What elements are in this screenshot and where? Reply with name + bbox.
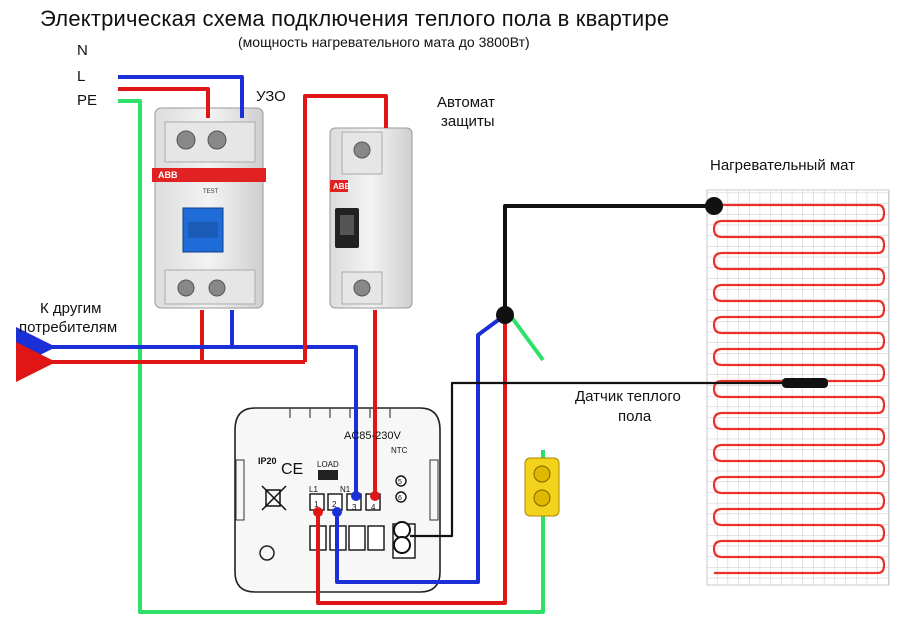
rcd-test-text: TEST [203,189,219,195]
junction-dot [496,306,514,324]
rcd-brand-text: ABB [158,170,178,180]
terminal-2-dot [332,507,342,517]
heating-mat-label: Нагревательный мат [710,157,856,174]
floor-sensor-label-line1: Датчик теплого [575,388,681,405]
earth-wire [118,99,545,614]
earth-clamp [524,457,560,517]
other-consumers-label-line2: потребителям [19,319,118,336]
load-relay-icon [318,470,338,480]
line-label-l: L [77,68,86,85]
line-label-pe: PE [77,92,98,109]
breaker-brand-text: ABB [333,182,351,191]
thermostat-n1: N1 [340,485,351,494]
thermostat-voltage: AC85-230V [344,430,402,442]
circuit-breaker [329,127,413,309]
terminal-l-dot [370,491,380,501]
terminal-n-dot [351,491,361,501]
phase-bus-wire [303,94,388,362]
thermostat [234,407,441,593]
load-neutral-wire [335,313,507,584]
thermostat-ce: CE [281,461,303,478]
thermostat-ip: IP20 [258,456,277,466]
sensor-cable [410,381,800,538]
load-phase-wire [316,318,507,605]
terminal-1-dot [313,507,323,517]
breaker-label-line2: защиты [441,113,495,130]
neutral-bus-wire [15,327,358,496]
mat-lead-junction [705,197,723,215]
diagram-subtitle: (мощность нагревательного мата до 3800Вт… [238,34,530,50]
mat-cold-lead [503,204,714,315]
terminal-label-5: 5 [398,479,402,486]
wires [15,75,800,614]
terminal-label-4: 4 [371,503,376,512]
phase-supply-wire [118,87,210,118]
terminal-label-2: 2 [332,500,337,509]
other-consumers-label-line1: К другим [40,300,102,317]
rcd-label: УЗО [256,88,286,105]
sensor-screw-icon [393,536,411,554]
neutral-supply-wire [118,75,244,118]
terminal-label-6: 6 [398,495,402,502]
heating-cable [712,203,886,575]
rcd-device [152,107,266,309]
thermostat-ntc: NTC [391,446,408,455]
diagram-title: Электрическая схема подключения теплого … [40,6,670,31]
breaker-label-line1: Автомат [437,94,495,111]
floor-sensor-probe [782,378,828,388]
thermostat-load: LOAD [317,460,339,469]
floor-sensor-label-line2: пола [618,408,652,425]
terminal-label-1: 1 [314,500,319,509]
terminal-label-3: 3 [352,503,357,512]
line-label-n: N [77,42,88,59]
thermostat-l1: L1 [309,485,318,494]
sensor-screw-icon [393,521,411,539]
recycle-bin-icon [261,485,287,511]
